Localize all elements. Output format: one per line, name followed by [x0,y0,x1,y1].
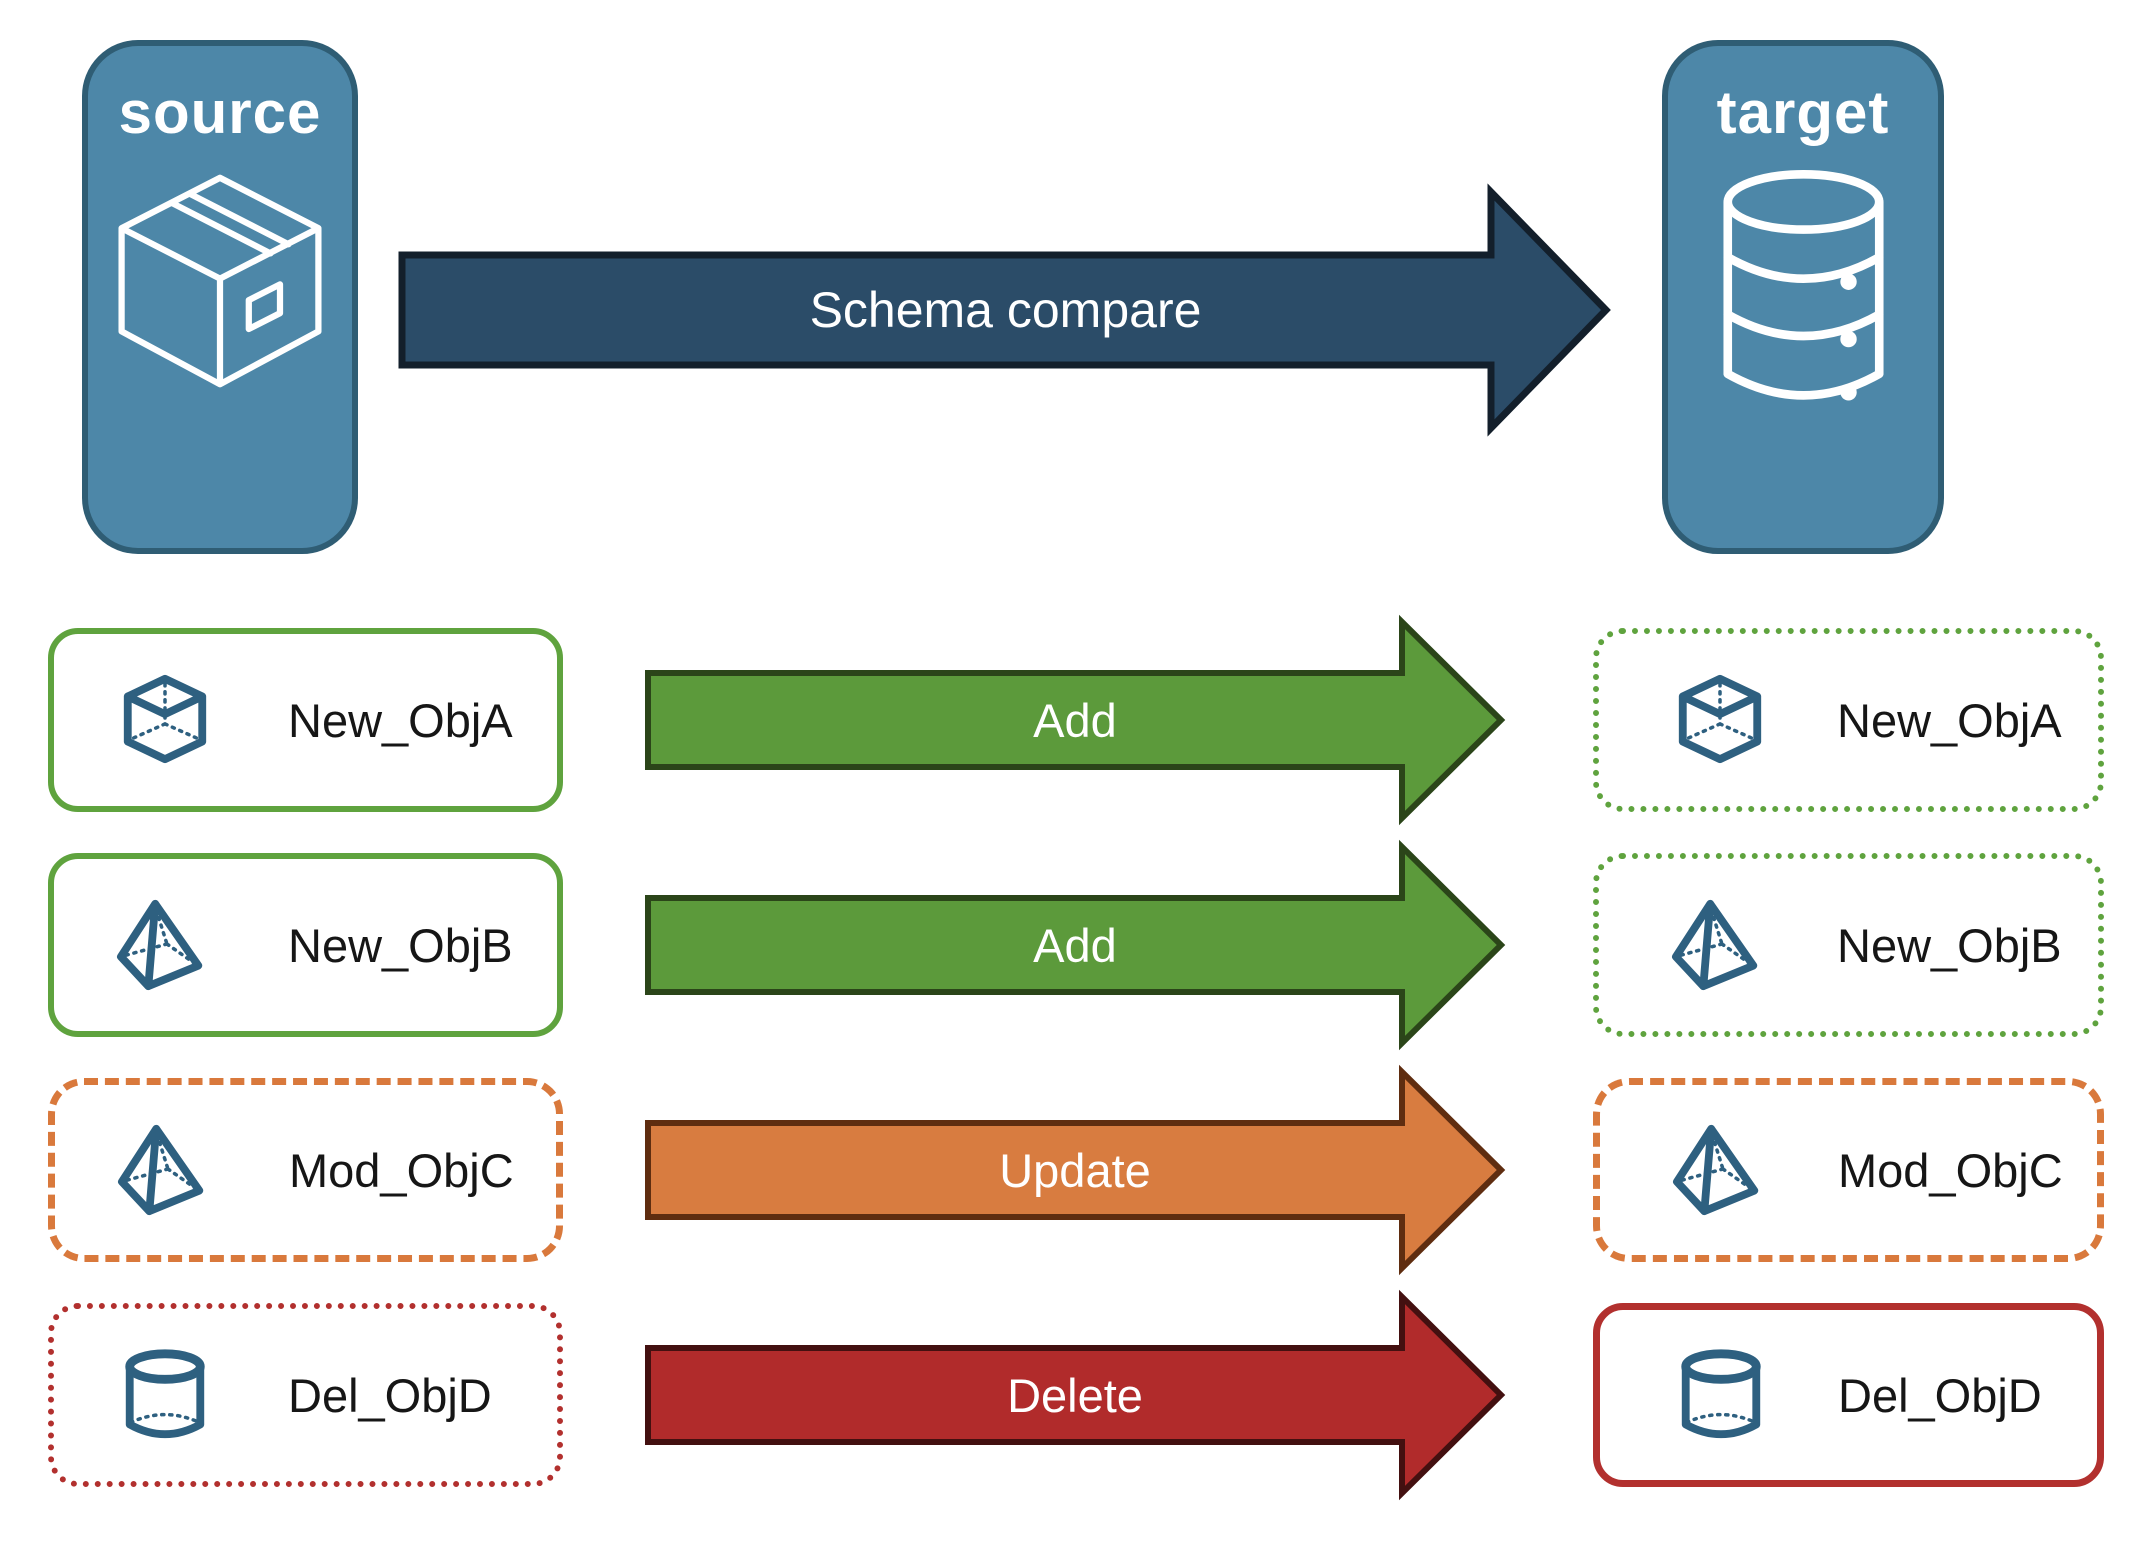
source-object-card-mod-objc: Mod_ObjC [48,1078,563,1262]
update-arrow-row3 [645,1064,1506,1276]
schema-compare-arrow [398,183,1611,437]
target-object-card-del-objd: Del_ObjD [1593,1303,2104,1487]
pyramid-icon [1672,1121,1770,1219]
delete-arrow-row4 [645,1289,1506,1501]
source-label: source [118,79,322,146]
cube-icon [1671,671,1769,769]
target-label: target [1716,79,1890,146]
source-object-card-new-obja: New_ObjA [48,628,563,812]
database-icon [1701,161,1906,423]
cylinder-icon [116,1346,214,1444]
pyramid-icon [117,1121,215,1219]
object-label: New_ObjA [288,693,513,747]
cube-icon [116,671,214,769]
object-label: New_ObjB [1837,918,2062,972]
source-object-card-new-objb: New_ObjB [48,853,563,1037]
target-object-card-mod-objc: Mod_ObjC [1593,1078,2104,1262]
add-arrow-row1 [645,614,1506,826]
object-label: Del_ObjD [288,1368,492,1422]
source-object-card-del-objd: Del_ObjD [48,1303,563,1487]
cylinder-icon [1672,1346,1770,1444]
object-label: Mod_ObjC [1838,1143,2063,1197]
target-node: target [1662,40,1944,554]
object-label: Del_ObjD [1838,1368,2042,1422]
add-arrow-row2 [645,839,1506,1051]
object-label: Mod_ObjC [289,1143,514,1197]
pyramid-icon [116,896,214,994]
object-label: New_ObjA [1837,693,2062,747]
target-object-card-new-obja: New_ObjA [1593,628,2104,812]
target-object-card-new-objb: New_ObjB [1593,853,2104,1037]
package-icon [100,161,340,401]
object-label: New_ObjB [288,918,513,972]
pyramid-icon [1671,896,1769,994]
source-node: source [82,40,358,554]
